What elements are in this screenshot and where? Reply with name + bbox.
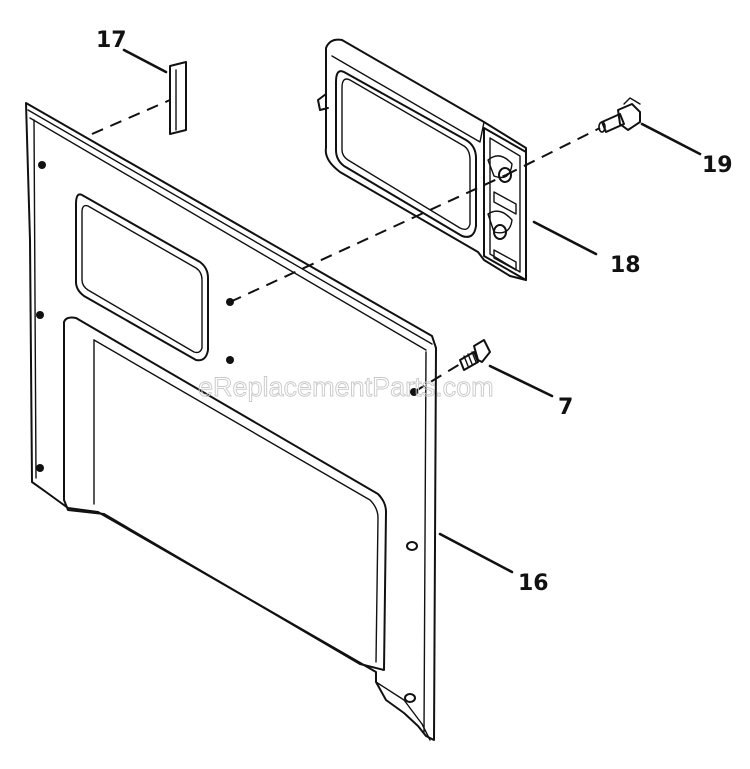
callout-19: 19 [702, 153, 733, 178]
part-18-bracket [317, 38, 527, 281]
part-16-side-panel [25, 102, 437, 741]
part-7-screw [459, 339, 491, 371]
callout-18: 18 [610, 253, 641, 278]
assembly-lines [91, 99, 601, 393]
callout-7: 7 [558, 395, 573, 420]
panel-window-cutout [75, 193, 209, 362]
part-17-label-strip [169, 61, 187, 135]
callout-17: 17 [96, 28, 127, 53]
part-19-bolt [598, 97, 641, 133]
watermark: eReplacementParts.com [198, 372, 494, 402]
leader-lines [122, 48, 702, 574]
callout-16: 16 [518, 571, 549, 596]
